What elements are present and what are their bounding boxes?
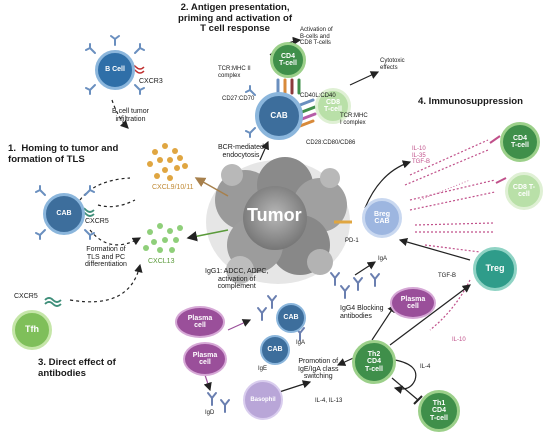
cab-cell-left: CAB xyxy=(43,193,85,235)
label-cd28: CD28:CD80/CD86 xyxy=(306,140,356,146)
arrow-plasma2-ab xyxy=(203,374,212,392)
label-cxcl9: CXCL9/10/11 xyxy=(152,184,194,191)
cab-left-antibodies xyxy=(35,185,95,240)
label-activation: Activation of B-cells and CD8 T-cells xyxy=(300,27,333,47)
cd4-t-cell-top: CD4 T-cell xyxy=(270,42,306,78)
cd4-t-cell-right: CD4 T-cell xyxy=(500,122,540,162)
inhibit-th1-bar xyxy=(413,395,423,405)
inhibit-th1 xyxy=(391,377,419,401)
cab-cell-center: CAB xyxy=(255,92,303,140)
label-ige: IgE xyxy=(258,366,268,372)
label-iga-breg: IgA xyxy=(378,256,388,262)
arrow-tumor-to-cxcl13 xyxy=(186,229,229,242)
label-igg1: IgG1: ADCC, ADPC, activation of compleme… xyxy=(205,268,269,291)
label-promotion: Promotion of IgE/IgA class switching xyxy=(298,358,339,381)
arrow-tumor-to-cab xyxy=(259,140,269,161)
label-igd: IgD xyxy=(205,410,215,416)
label-il4: IL-4 xyxy=(420,364,431,370)
il-streak-cd8 xyxy=(419,179,471,201)
tfh-cell: Tfh xyxy=(12,310,52,350)
th1-cd4-t-cell: Th1 CD4 T-cell xyxy=(418,390,460,432)
cab-cell-ige: CAB xyxy=(260,335,290,365)
label-tgfb: TGF-B xyxy=(438,273,456,279)
label-bcell-infiltration: B cell tumor infiltration xyxy=(112,108,149,123)
section-immuno-title: 4. Immunosuppression xyxy=(418,96,524,107)
cab-cell-ige-top: CAB xyxy=(276,303,306,333)
th2-cd4-t-cell: Th2 CD4 T-cell xyxy=(352,340,396,384)
label-tls-formation: Formation of TLS and PC differentiation xyxy=(85,246,127,269)
label-bcr: BCR-mediated endocytosis xyxy=(218,144,264,159)
b-cell: B Cell xyxy=(95,50,135,90)
inhibit-cd4 xyxy=(489,135,501,144)
arrow-tls xyxy=(97,199,136,208)
label-igg4: IgG4 Blocking antibodies xyxy=(340,305,384,320)
label-pd1: PD-1 xyxy=(345,238,359,244)
bcell-antibodies xyxy=(85,35,145,95)
label-tcr-mhc1: TCR:MHC I complex xyxy=(340,113,368,126)
cab-center-antibodies xyxy=(245,85,256,138)
arrow-il4-loop xyxy=(393,359,417,394)
plasma-cell-1: Plasma cell xyxy=(175,306,225,338)
label-cd40l: CD40L:CD40 xyxy=(300,93,336,99)
arrow-tumor-to-cxcl9 xyxy=(194,177,229,197)
arrow-bcell-to-chemokine xyxy=(111,99,129,129)
treg-cell: Treg xyxy=(473,247,517,291)
label-cytotoxic: Cytotoxic effects xyxy=(380,58,405,71)
tumor-mass xyxy=(206,157,350,284)
chemokine-orange-cluster xyxy=(147,143,188,181)
section-direct-title: 3. Direct effect of antibodies xyxy=(38,357,116,379)
arrow-cab-to-cxcl13 xyxy=(89,229,142,246)
label-il10: IL-10 xyxy=(452,337,466,343)
label-cxcr5-cab: CXCR5 xyxy=(85,218,109,225)
breg-cab-cell: Breg CAB xyxy=(362,198,402,238)
arrow-plasma1-ab xyxy=(227,319,252,331)
antibodies xyxy=(207,272,380,413)
arrow-treg-to-breg xyxy=(398,237,471,261)
plasma-cell-right: Plasma cell xyxy=(390,287,436,319)
label-il10-il35-tgfb: IL-10 IL-35 TGF-B xyxy=(412,146,430,166)
arrow-treg-il10 xyxy=(429,279,471,331)
plasma-cell-2: Plasma cell xyxy=(183,342,227,376)
basophil-cell: Basophil xyxy=(243,380,283,420)
arrow-cd8-cytotoxic xyxy=(349,71,380,86)
section-homing-title: 1. Homing to tumor and formation of TLS xyxy=(8,143,119,165)
arrow-tfh-to-cxcl13 xyxy=(69,263,143,303)
arrow-iga xyxy=(354,261,377,276)
arrow-breg-to-cytokines xyxy=(364,160,412,209)
receptor-complexes xyxy=(276,78,317,128)
cd8-t-cell-top: CD8 T-cell xyxy=(315,88,351,124)
arrow-th2-to-plasma xyxy=(371,303,396,341)
arrow-th2-to-treg xyxy=(389,284,471,346)
label-iga: IgA xyxy=(296,340,306,346)
tumor-label: Tumor xyxy=(247,205,302,225)
label-cxcr3: CXCR3 xyxy=(139,78,163,85)
arrow-cab-loop xyxy=(79,177,131,201)
chemokine-green-cluster xyxy=(143,223,183,253)
label-tcr-mhc2: TCR:MHC II complex xyxy=(218,66,251,79)
label-il4-il13: IL-4, IL-13 xyxy=(315,398,343,404)
label-cxcl13: CXCL13 xyxy=(148,258,175,265)
section-antigen-title: 2. Antigen presentation, priming and act… xyxy=(178,2,293,35)
label-cxcr5-tfh: CXCR5 xyxy=(14,293,38,300)
inhibit-cd8 xyxy=(495,177,507,184)
suppression-streaks xyxy=(404,139,496,253)
cd8-t-cell-right: CD8 T- cell xyxy=(505,172,543,210)
label-cd27: CD27:CD70 xyxy=(222,96,255,102)
